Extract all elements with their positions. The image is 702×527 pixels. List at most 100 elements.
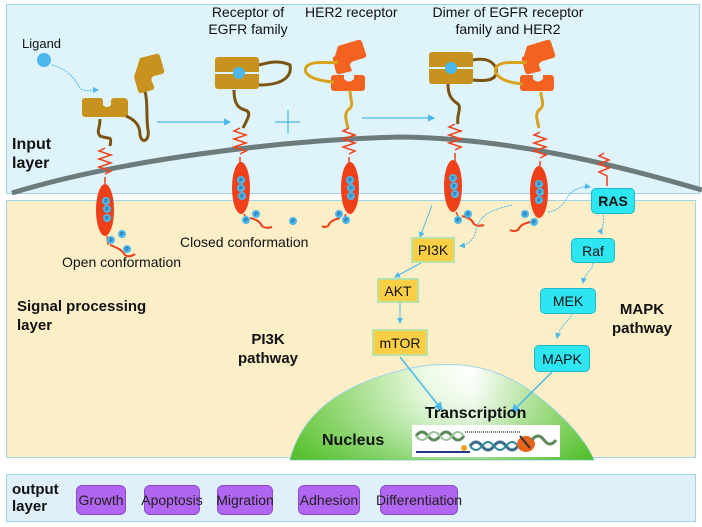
phosphate-icon xyxy=(536,188,544,196)
phosphate-icon xyxy=(347,184,355,192)
phosphate-icon xyxy=(530,218,538,226)
phosphate-label: P xyxy=(538,190,542,196)
phosphate-label: P xyxy=(456,218,460,224)
output-layer-line1: output xyxy=(12,481,59,498)
mapk-node: MAPK xyxy=(534,345,590,372)
phosphate-label: P xyxy=(291,219,295,225)
phosphate-label: P xyxy=(532,220,536,226)
egfr-label-line2: EGFR family xyxy=(208,21,288,37)
mapk-pathway-line1: MAPK xyxy=(619,301,665,318)
ligand-arrow xyxy=(51,64,99,94)
dna-helix-icon xyxy=(412,425,560,457)
phosphate-icon xyxy=(449,174,457,182)
phosphate-label: P xyxy=(105,207,109,213)
phosphate-icon xyxy=(289,217,297,225)
phosphate-icon xyxy=(347,192,355,200)
dimer-label: Dimer of EGFR receptor family and HER2 xyxy=(428,4,588,38)
ligand-icon xyxy=(37,53,51,67)
phosphate-icon xyxy=(346,176,354,184)
phosphate-label: P xyxy=(240,194,244,200)
signal-layer-line1: Signal processing xyxy=(17,298,147,315)
mek-node: MEK xyxy=(540,288,596,314)
phosphate-icon xyxy=(451,190,459,198)
phosphate-label: P xyxy=(125,247,129,253)
signal-layer-line2: layer xyxy=(17,317,53,334)
phosphate-label: P xyxy=(105,216,109,222)
her2-receptor xyxy=(303,39,367,228)
pi3k-pathway-line1: PI3K xyxy=(251,331,285,348)
phosphate-label: P xyxy=(451,176,455,182)
output-layer-label: output layer xyxy=(12,481,59,515)
dimer-label-line2: family and HER2 xyxy=(455,21,561,37)
phosphate-label: P xyxy=(466,212,470,218)
phosphate-label: P xyxy=(239,186,243,192)
signal-arrows xyxy=(394,183,604,414)
phosphate-icon xyxy=(118,230,126,238)
signal-processing-layer-label: Signal processing layer xyxy=(17,297,146,335)
phosphate-label: P xyxy=(254,212,258,218)
phosphate-icon xyxy=(535,196,543,204)
phosphate-label: P xyxy=(120,232,124,238)
phosphate-label: P xyxy=(348,178,352,184)
nucleus-label: Nucleus xyxy=(322,432,385,449)
transcription-label: Transcription xyxy=(425,405,527,422)
phosphate-icon xyxy=(102,197,110,205)
akt-node: AKT xyxy=(377,278,419,303)
plus-icon xyxy=(275,110,300,134)
mapk-pathway-label: MAPK pathway xyxy=(612,300,672,338)
ligand-label: Ligand xyxy=(22,36,62,51)
phosphate-label: P xyxy=(349,186,353,192)
phosphate-icon xyxy=(103,214,111,222)
phosphate-icon xyxy=(237,184,245,192)
phosphate-label: P xyxy=(109,238,113,244)
phosphate-icon xyxy=(535,180,543,188)
output-layer-line2: layer xyxy=(12,498,48,515)
pi3k-node: PI3K xyxy=(411,237,455,263)
closed-conformation-label: Closed conformation xyxy=(180,234,309,250)
pi3k-pathway-label: PI3K pathway xyxy=(238,330,298,368)
phosphate-label: P xyxy=(537,198,541,204)
phosphate-icon xyxy=(252,210,260,218)
phosphate-icon xyxy=(107,236,115,244)
phosphate-icon xyxy=(238,192,246,200)
phosphate-label: P xyxy=(523,212,527,218)
open-conformation-label: Open conformation xyxy=(62,254,182,270)
pi3k-pathway-line2: pathway xyxy=(238,350,299,367)
phosphate-icon xyxy=(464,210,472,218)
phosphate-icon xyxy=(450,182,458,190)
phosphate-label: P xyxy=(104,199,108,205)
phosphate-icon xyxy=(103,205,111,213)
dimer-label-line1: Dimer of EGFR receptor xyxy=(432,4,584,20)
output-growth: Growth xyxy=(76,485,126,515)
phosphate-icon xyxy=(335,210,343,218)
phosphate-label: P xyxy=(452,184,456,190)
phosphate-label: P xyxy=(349,194,353,200)
output-apoptosis: Apoptosis xyxy=(141,485,203,515)
ras-node: RAS xyxy=(591,188,635,214)
input-layer-line1: Input xyxy=(12,136,52,153)
her2-receptor-label: HER2 receptor xyxy=(305,4,398,20)
ras-anchor xyxy=(596,152,612,186)
phosphate-icon xyxy=(123,245,131,253)
phosphate-icon xyxy=(242,216,250,224)
raf-node: Raf xyxy=(571,238,615,263)
mtor-node: mTOR xyxy=(372,329,428,356)
mapk-pathway-line2: pathway xyxy=(612,320,673,337)
egfr-label-line1: Receptor of xyxy=(211,4,285,20)
phosphate-label: P xyxy=(239,178,243,184)
phosphate-label: P xyxy=(344,218,348,224)
phosphate-label: P xyxy=(453,192,457,198)
phosphate-icon xyxy=(342,216,350,224)
input-layer-line2: layer xyxy=(12,155,50,172)
phosphate-icon xyxy=(521,210,529,218)
phosphate-label: P xyxy=(244,218,248,224)
phosphate-label: P xyxy=(337,212,341,218)
egfr-open-receptor xyxy=(82,53,165,258)
output-migration: Migration xyxy=(216,485,274,515)
phosphate-icon xyxy=(237,176,245,184)
output-differentiation: Differentiation xyxy=(376,485,462,515)
egfr-receptor-label: Receptor of EGFR family xyxy=(208,4,288,38)
output-adhesion: Adhesion xyxy=(298,485,360,515)
